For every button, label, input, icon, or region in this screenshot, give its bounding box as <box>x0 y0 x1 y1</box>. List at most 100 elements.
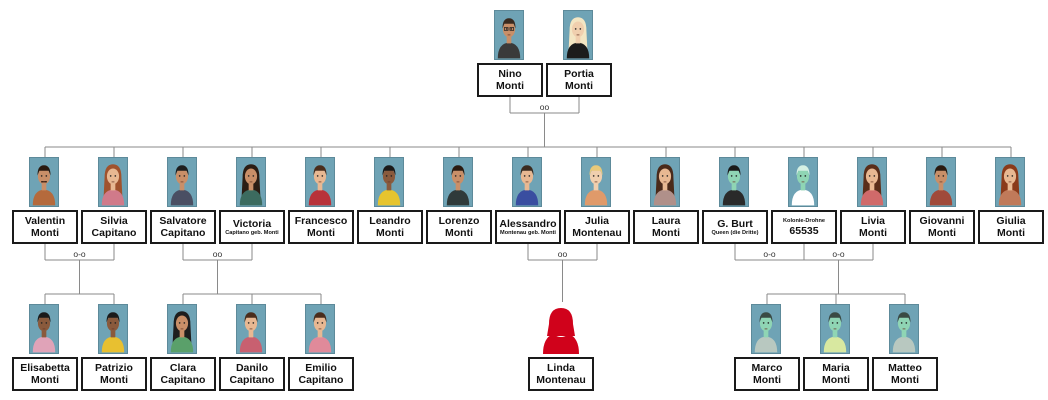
portrait-image <box>995 157 1025 207</box>
person-name-line-1: Nino <box>498 68 522 80</box>
person-name-line-1: Patrizio <box>95 362 133 374</box>
person-name-line-1: Kolonie-Drohne <box>783 217 825 224</box>
person-name-line-2: Monti <box>31 374 59 386</box>
person-name-line-1: Laura <box>651 215 681 227</box>
portrait-image <box>98 304 128 354</box>
person-name-line-1: Salvatore <box>159 215 207 227</box>
person-name-line-1: Julia <box>585 215 609 227</box>
person-name-line-1: G. Burt <box>717 217 753 230</box>
portrait-image <box>29 304 59 354</box>
person-name-line-2: Montenau <box>536 374 586 386</box>
portrait-image <box>305 304 335 354</box>
person-name-line-1: Victoria <box>232 217 272 230</box>
portrait-image <box>857 157 887 207</box>
portrait-image <box>926 157 956 207</box>
person-name-line-1: Giovanni <box>919 215 965 227</box>
person-name-line-1: Silvia <box>100 215 128 227</box>
person-name-line-2: 65535 <box>789 224 819 237</box>
portrait-image <box>167 304 197 354</box>
person-name-line-2: Montenau geb. Monti <box>500 229 556 236</box>
portrait-image <box>820 304 850 354</box>
person-name-line-1: Emilio <box>305 362 337 374</box>
portrait-image <box>443 157 473 207</box>
person-name-line-1: Giulia <box>996 215 1026 227</box>
union-symbol: oo <box>211 249 224 259</box>
person-name-line-2: Monti <box>307 227 335 239</box>
person-name-line-2: Capitano <box>160 374 206 386</box>
portrait-image <box>236 157 266 207</box>
person-name-line-2: Monti <box>928 227 956 239</box>
person-name-line-1: Maria <box>822 362 850 374</box>
portrait-image <box>581 157 611 207</box>
person-name-line-1: Marco <box>751 362 783 374</box>
person-name-line-1: Lorenzo <box>438 215 480 227</box>
person-name-line-1: Leandro <box>369 215 411 227</box>
person-name-line-1: Valentin <box>24 215 66 227</box>
person-name-line-1: Linda <box>547 362 575 374</box>
portrait-image <box>512 157 542 207</box>
person-name-line-2: Capitano <box>91 227 137 239</box>
person-name-line-2: Capitano <box>160 227 206 239</box>
union-symbol: oo <box>556 249 569 259</box>
person-name-line-2: Monti <box>100 374 128 386</box>
person-name-line-2: Monti <box>822 374 850 386</box>
person-name-line-2: Monti <box>652 227 680 239</box>
placeholder-silhouette-icon <box>535 304 587 361</box>
person-name-line-1: Elisabetta <box>20 362 70 374</box>
union-symbol: o-o <box>762 249 777 259</box>
portrait-image <box>719 157 749 207</box>
person-name-line-1: Clara <box>169 362 197 374</box>
person-name-line-2: Monti <box>376 227 404 239</box>
union-symbol: oo <box>538 102 551 112</box>
portrait-image <box>98 157 128 207</box>
portrait-image <box>167 157 197 207</box>
person-name-line-2: Queen (die Dritte) <box>711 229 759 236</box>
portrait-image <box>29 157 59 207</box>
person-name-line-2: Capitano geb. Monti <box>225 229 279 236</box>
person-name-line-2: Monti <box>496 80 524 92</box>
person-name-line-2: Capitano <box>229 374 275 386</box>
person-name-line-1: Portia <box>564 68 594 80</box>
person-name-line-2: Monti <box>753 374 781 386</box>
person-name-line-2: Monti <box>31 227 59 239</box>
person-name-line-1: Francesco <box>294 215 348 227</box>
portrait-image <box>788 157 818 207</box>
